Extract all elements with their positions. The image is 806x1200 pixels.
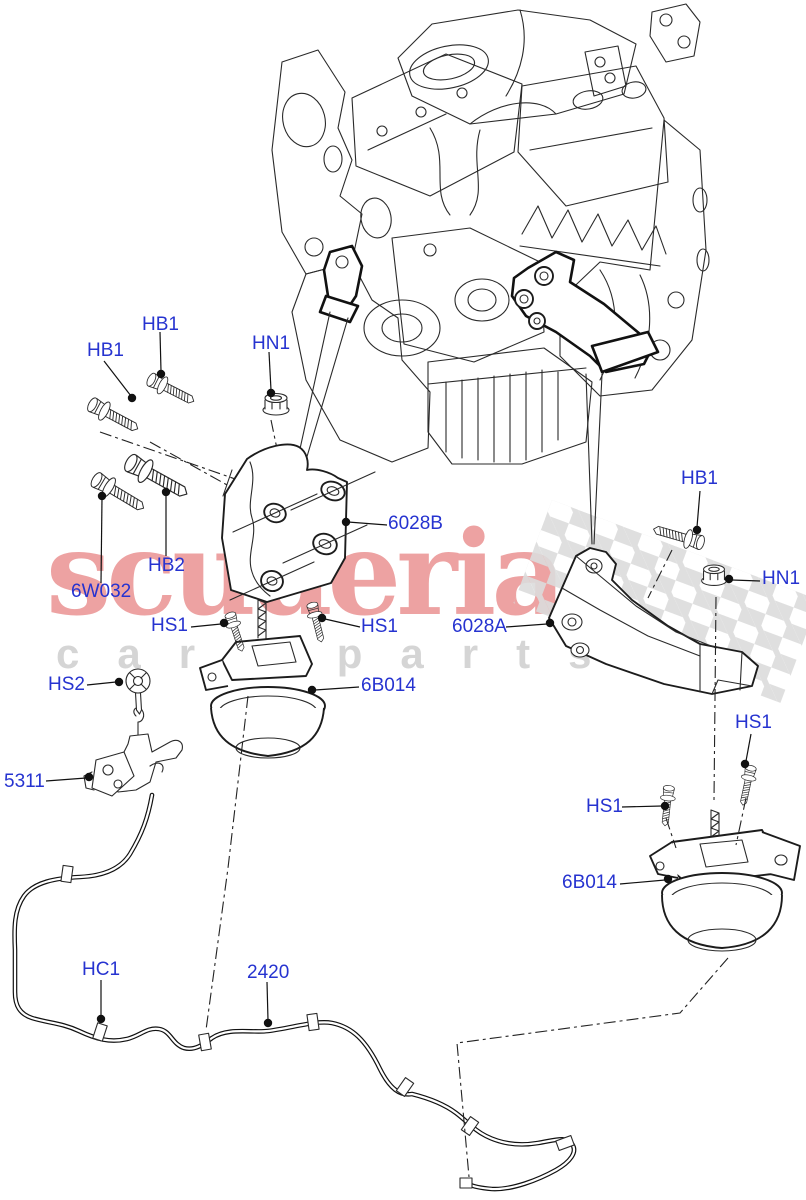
fastener-drawings bbox=[83, 369, 759, 827]
bracket-6028a-drawing bbox=[548, 547, 759, 695]
mount-6b014-right-drawing bbox=[649, 809, 801, 952]
part-label-5311: 5311 bbox=[4, 771, 45, 792]
part-label-hb1-b: HB1 bbox=[142, 314, 179, 335]
part-label-hs1-a: HS1 bbox=[151, 615, 188, 636]
part-label-hb1-c: HB1 bbox=[681, 468, 718, 489]
construction-lines bbox=[205, 549, 747, 1178]
part-label-hb1-a: HB1 bbox=[87, 340, 124, 361]
part-label-6b014-l: 6B014 bbox=[361, 675, 416, 696]
hose-clips bbox=[60, 864, 575, 1189]
bracket-5311-drawing bbox=[83, 707, 183, 797]
part-label-hn1-b: HN1 bbox=[762, 568, 801, 589]
leader-lines bbox=[45, 331, 761, 1028]
hose-2420-drawing bbox=[12, 792, 577, 1192]
part-label-6b014-r: 6B014 bbox=[562, 872, 617, 893]
engine-illustration bbox=[271, 3, 710, 545]
mount-6b014-left-drawing bbox=[199, 599, 326, 759]
part-label-hn1-a: HN1 bbox=[252, 333, 291, 354]
part-label-2420: 2420 bbox=[247, 962, 290, 983]
part-label-hs2: HS2 bbox=[48, 674, 85, 695]
part-label-hs1-c: HS1 bbox=[735, 712, 772, 733]
part-label-hs1-b: HS1 bbox=[361, 616, 398, 637]
part-label-hs1-d: HS1 bbox=[586, 796, 623, 817]
part-label-6028b: 6028B bbox=[388, 513, 443, 534]
part-label-hb2: HB2 bbox=[148, 555, 185, 576]
watermark-tagline-text: car parts bbox=[56, 630, 630, 677]
part-label-hc1: HC1 bbox=[82, 959, 121, 980]
bracket-6028b-drawing bbox=[99, 419, 376, 603]
part-label-6028a: 6028A bbox=[452, 616, 507, 637]
part-label-6w032: 6W032 bbox=[71, 581, 132, 602]
